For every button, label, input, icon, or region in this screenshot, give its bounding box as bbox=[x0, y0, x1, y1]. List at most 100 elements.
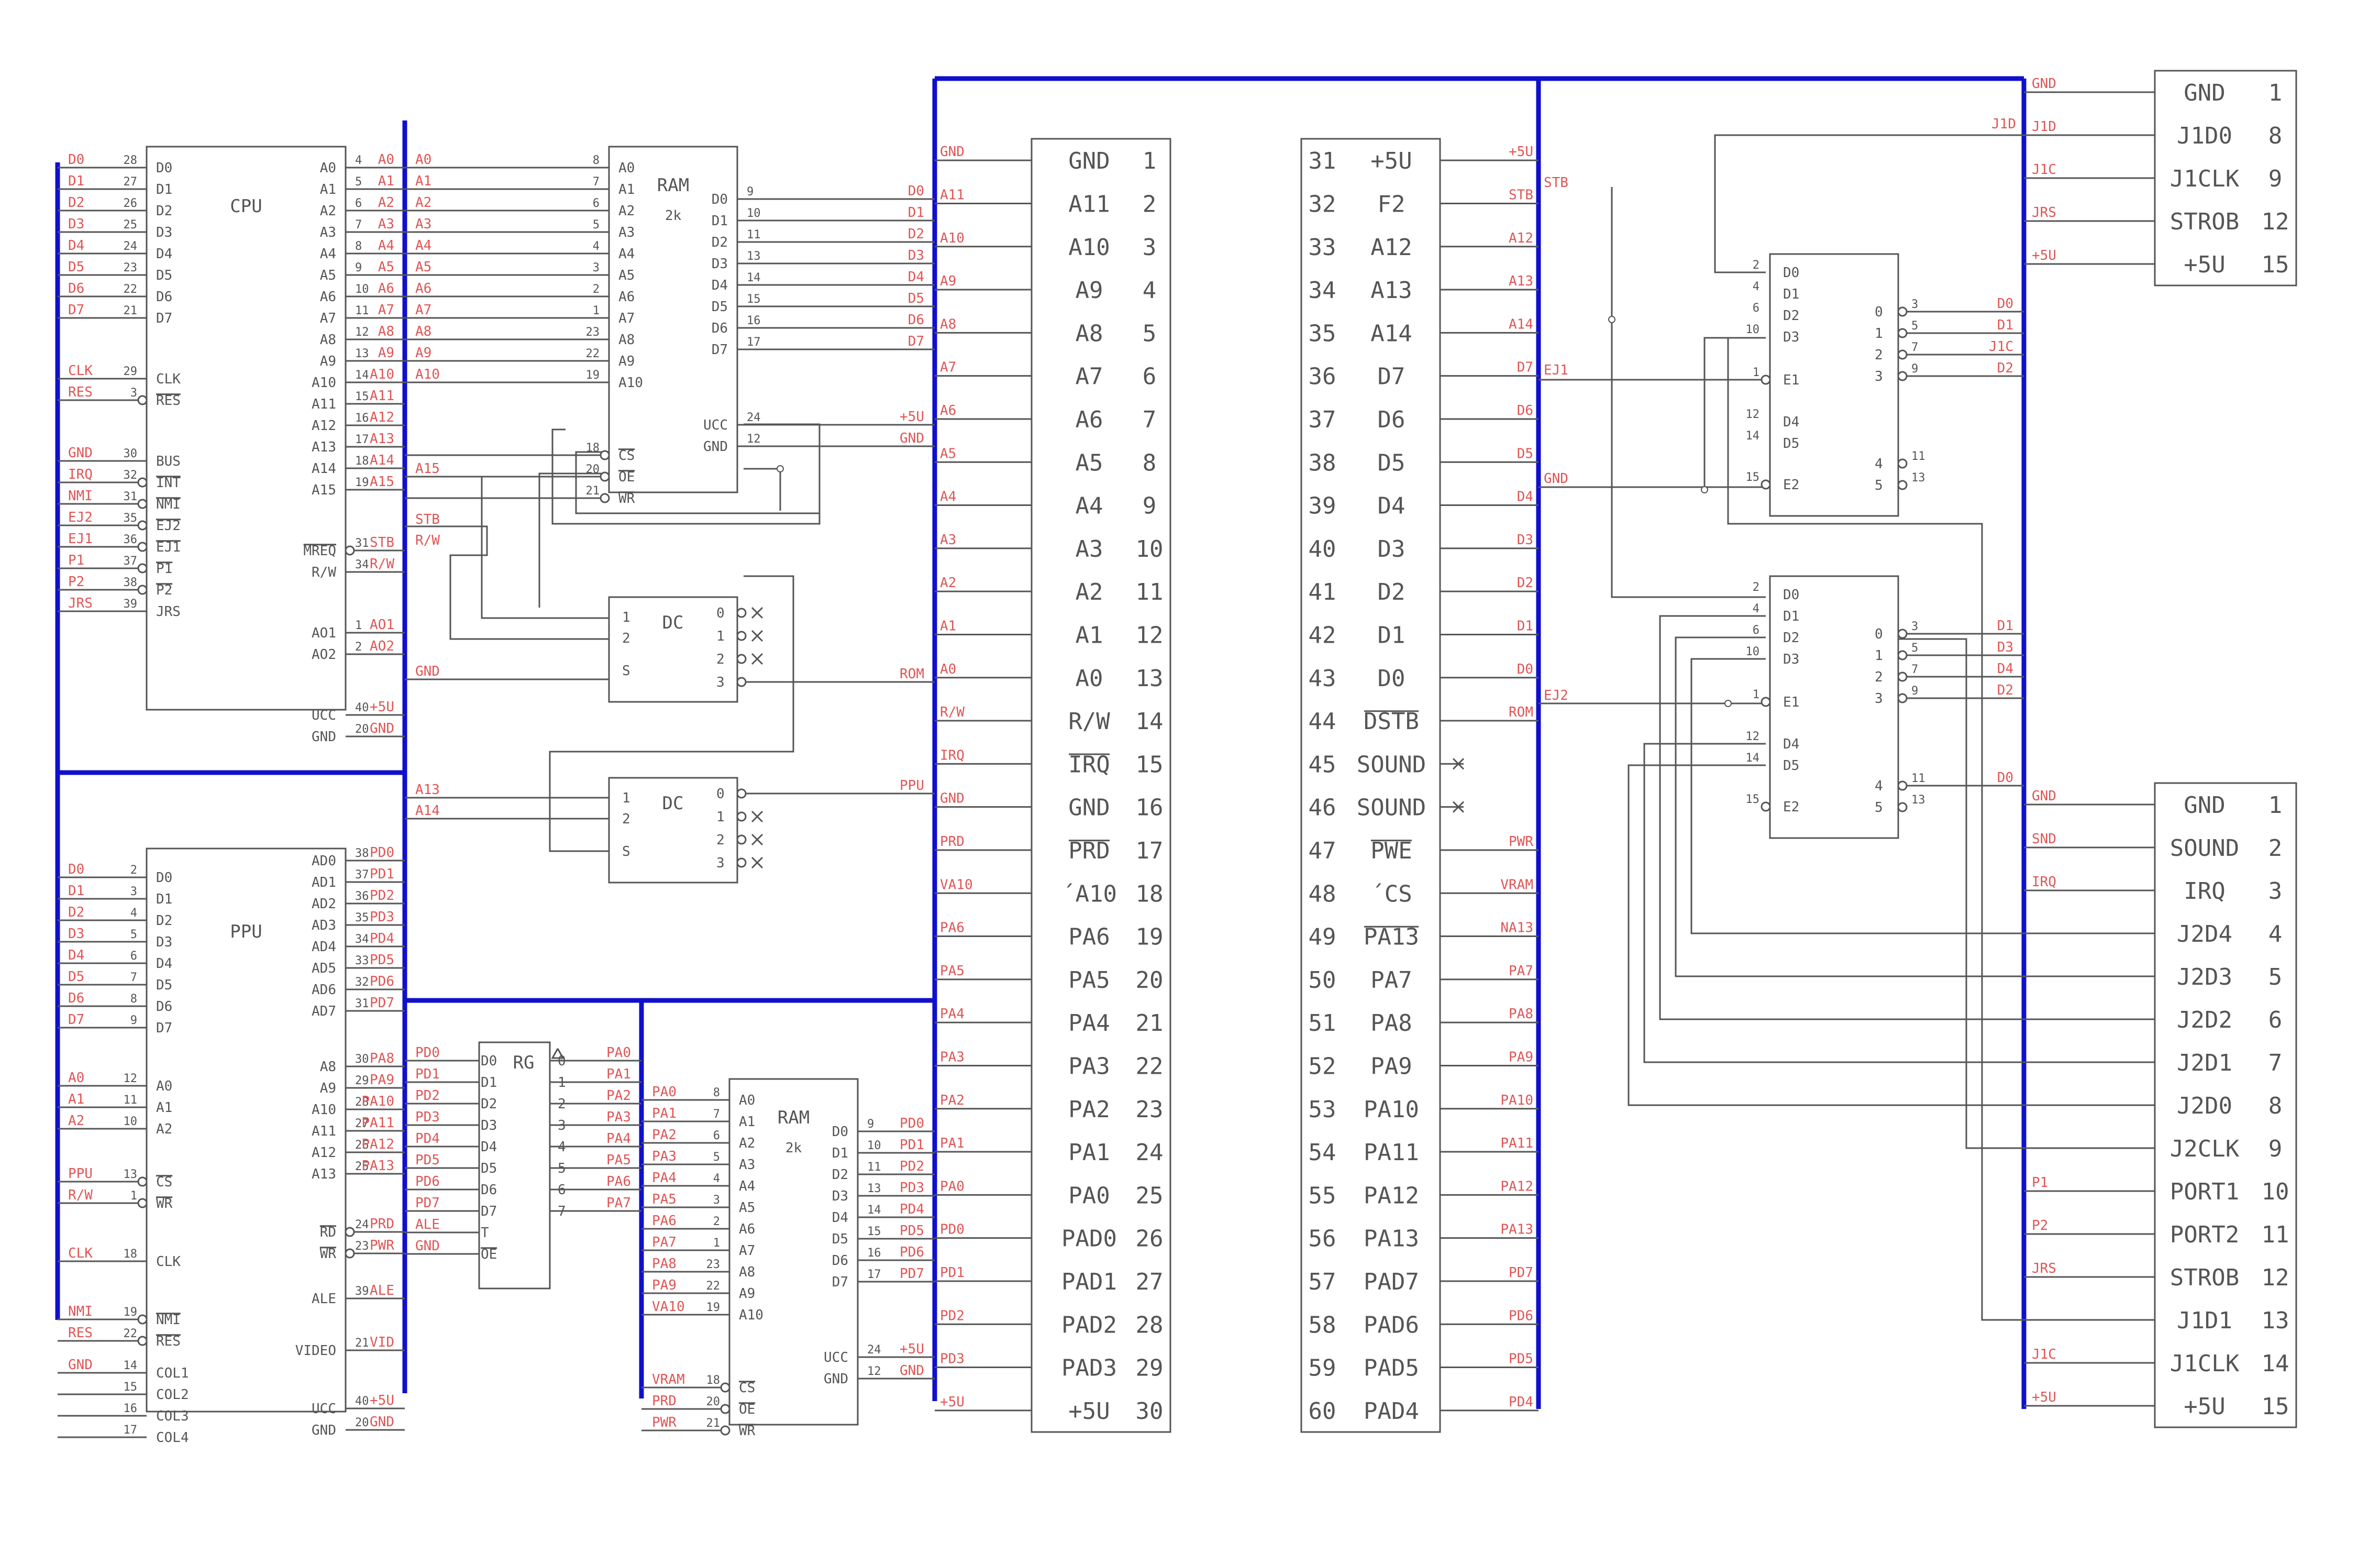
cartridge-right-pin-label: PA9 bbox=[1370, 1053, 1412, 1080]
buf1-input-number: 14 bbox=[1746, 429, 1760, 443]
joy1-net: JRS bbox=[2032, 205, 2056, 221]
joy1-pin-label: STROB bbox=[2170, 208, 2239, 235]
ram2-pin-name: OE bbox=[739, 1402, 755, 1417]
rg-title: RG bbox=[513, 1052, 535, 1073]
joy2-net: IRQ bbox=[2032, 874, 2056, 890]
inversion-bubble bbox=[137, 499, 148, 509]
ram2-pin-number: 16 bbox=[867, 1247, 881, 1260]
joy2-net: P1 bbox=[2032, 1175, 2048, 1191]
cartridge-left-pin-label: +5U bbox=[1068, 1398, 1110, 1425]
cartridge-left-net: PRD bbox=[940, 834, 965, 850]
ram1-pin-number: 16 bbox=[747, 314, 761, 327]
ram1-pin-name: OE bbox=[618, 469, 635, 485]
cpu-net-label: A6 bbox=[378, 281, 394, 296]
ppu-pin-number: 13 bbox=[124, 1168, 138, 1181]
cartridge-left-net: A8 bbox=[940, 316, 956, 332]
ram2-net-label: PA8 bbox=[652, 1256, 677, 1272]
joy2-net: GND bbox=[2032, 788, 2056, 804]
ram1-subtitle: 2k bbox=[665, 208, 682, 224]
ram1-body bbox=[608, 146, 738, 493]
junction bbox=[1701, 486, 1708, 493]
ram1-net-label: D2 bbox=[908, 226, 924, 242]
cartridge-left-net: A1 bbox=[940, 618, 956, 634]
ram1-pin-number: 18 bbox=[586, 442, 600, 455]
cpu-pin-number: 26 bbox=[124, 197, 138, 210]
ppu-pin-number: 5 bbox=[130, 928, 137, 941]
rg-input-name: D1 bbox=[481, 1075, 497, 1091]
cartridge-left-pin-number: 6 bbox=[1143, 364, 1157, 390]
ppu-pin-number: 28 bbox=[355, 1096, 369, 1109]
joy2-body bbox=[2154, 782, 2297, 1428]
ppu-pin-number: 1 bbox=[130, 1189, 137, 1203]
cartridge-left-pin-number: 16 bbox=[1136, 795, 1164, 821]
ram1-pin-name: D4 bbox=[712, 278, 728, 293]
buf2-input-number: 14 bbox=[1746, 752, 1760, 765]
cartridge-right-pin-number: 51 bbox=[1309, 1010, 1336, 1037]
cpu-net-label: A14 bbox=[370, 453, 394, 468]
cartridge-right-net: A12 bbox=[1509, 230, 1533, 246]
cpu-pin-number: 24 bbox=[124, 240, 138, 253]
ram1-net-label: D0 bbox=[908, 183, 924, 199]
buf1-input-name: D1 bbox=[1783, 287, 1799, 302]
inversion-bubble bbox=[137, 1198, 148, 1208]
gnd-buffer-wire bbox=[1538, 337, 1766, 488]
ram2-net-label: PD4 bbox=[900, 1202, 924, 1217]
cpu-pin-number: 32 bbox=[124, 469, 138, 482]
cpu-pin-name: A4 bbox=[320, 246, 336, 262]
cartridge-left-pin-label: PA4 bbox=[1068, 1010, 1110, 1037]
ram1-pin-number: 20 bbox=[586, 463, 600, 476]
ram2-pin-number: 3 bbox=[713, 1194, 720, 1207]
cpu-pin-name: A6 bbox=[320, 289, 336, 305]
rg-output-name: 6 bbox=[558, 1182, 566, 1198]
cartridge-right-pin-number: 52 bbox=[1309, 1053, 1336, 1080]
cartridge-right-net: D2 bbox=[1517, 575, 1533, 591]
cartridge-left-pin-label: A2 bbox=[1076, 579, 1103, 605]
ppu-pin-name: COL2 bbox=[156, 1387, 189, 1403]
inversion-bubble bbox=[1897, 650, 1908, 660]
cpu-pin-number: 3 bbox=[130, 387, 137, 400]
cartridge-left-net: A3 bbox=[940, 532, 956, 548]
cpu-net-label: P1 bbox=[68, 553, 84, 568]
ppu-pin-name: AD3 bbox=[312, 918, 336, 933]
ram1-pin-name: D0 bbox=[712, 192, 728, 207]
dc2-input-name: 2 bbox=[622, 811, 630, 827]
cartridge-left-pin-number: 30 bbox=[1136, 1398, 1164, 1425]
buf2-input-number: 15 bbox=[1746, 793, 1760, 806]
dc1-in1 bbox=[405, 476, 609, 619]
ram1-pin-number: 9 bbox=[747, 185, 754, 199]
cartridge-left-pin-number: 29 bbox=[1136, 1355, 1164, 1382]
ppu-net-label: PPU bbox=[68, 1166, 93, 1182]
cartridge-right-pin-label: PA13 bbox=[1364, 1226, 1419, 1252]
cpu-pin-name: GND bbox=[312, 729, 336, 745]
dc1-input-name: 1 bbox=[622, 610, 630, 625]
cpu-pin-name: A12 bbox=[312, 418, 336, 434]
cartridge-right-pin-label: D2 bbox=[1378, 579, 1405, 605]
ppu-pin-number: 9 bbox=[130, 1014, 137, 1027]
cpu-net-label: A13 bbox=[370, 431, 394, 447]
cartridge-right-net: D3 bbox=[1517, 532, 1533, 548]
cpu-net-label: A9 bbox=[378, 345, 394, 361]
cpu-net-label: A0 bbox=[378, 152, 394, 168]
components bbox=[137, 70, 2297, 1436]
inversion-bubble bbox=[137, 1336, 148, 1346]
ram2-net-label: PD7 bbox=[900, 1266, 924, 1282]
inversion-bubble bbox=[736, 834, 747, 845]
cartridge-right-net: PA8 bbox=[1509, 1006, 1533, 1022]
cartridge-left-net: A4 bbox=[940, 489, 956, 505]
joy2-pin-number: 1 bbox=[2268, 792, 2283, 819]
cpu-net-label: A5 bbox=[378, 259, 394, 275]
cartridge-left-net: PA2 bbox=[940, 1093, 965, 1108]
cartridge-right-pin-number: 32 bbox=[1309, 191, 1336, 217]
ram2-pin-name: GND bbox=[824, 1371, 848, 1387]
ram2-pin-name: A5 bbox=[739, 1200, 755, 1216]
rg-output-net: PA5 bbox=[606, 1152, 631, 1168]
cartridge-left-pin-number: 20 bbox=[1136, 967, 1164, 994]
buf2-output-name: 0 bbox=[1875, 626, 1883, 642]
joy2-pin-label: PORT1 bbox=[2170, 1178, 2239, 1205]
buf1-output-net: D1 bbox=[1997, 317, 2013, 333]
joy1-pin-number: 9 bbox=[2268, 166, 2283, 192]
buf1-output-number: 9 bbox=[1911, 362, 1918, 376]
cpu-net-label: NMI bbox=[68, 488, 93, 504]
cartridge-left-pin-label: PA6 bbox=[1068, 924, 1110, 951]
ram1-net-label: A0 bbox=[415, 152, 431, 168]
